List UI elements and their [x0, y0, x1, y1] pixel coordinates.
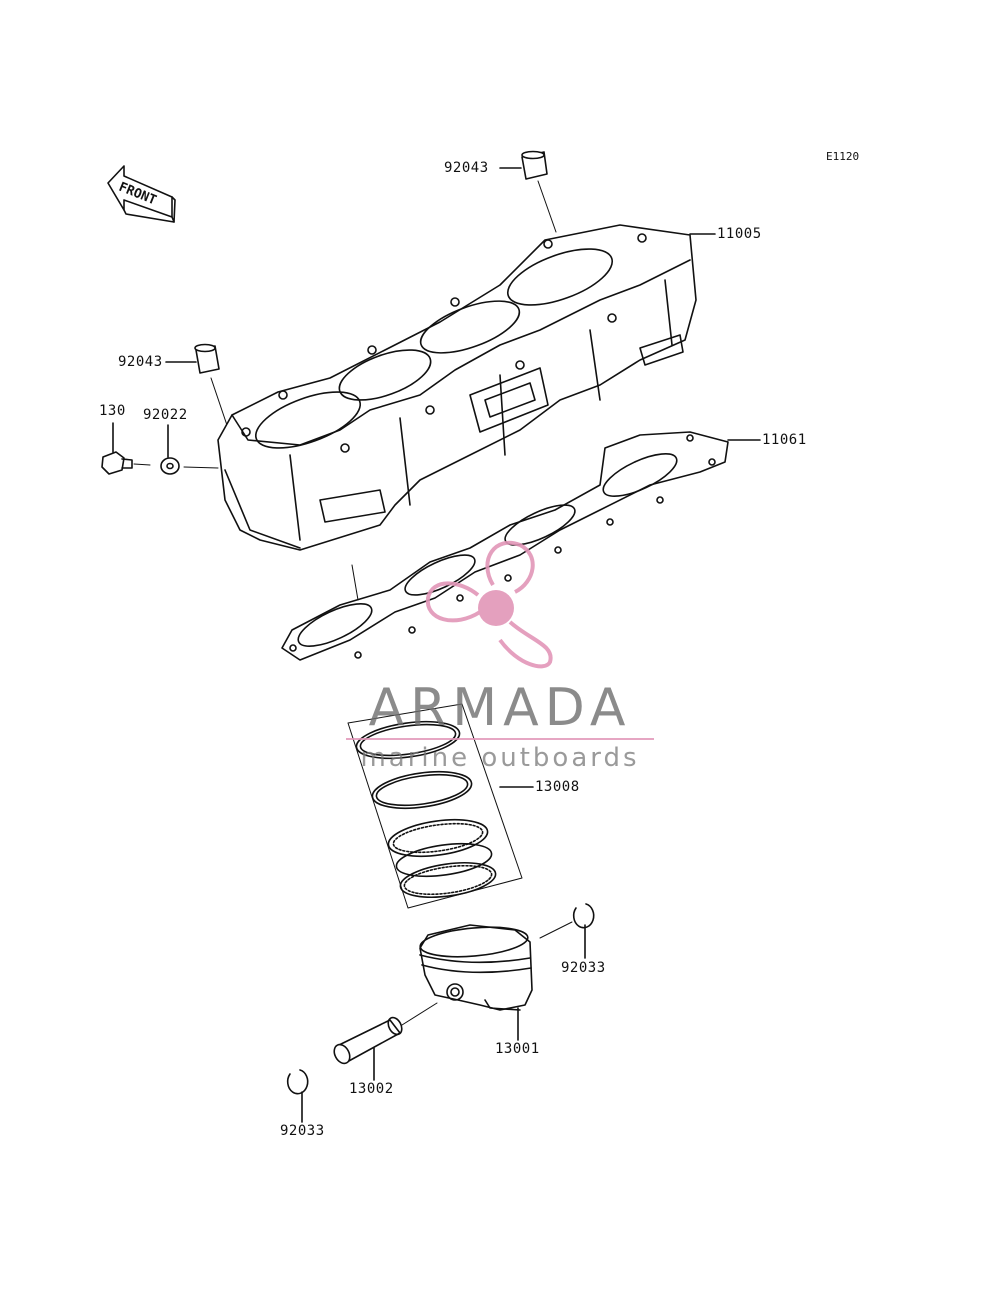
bolt-icon [101, 451, 133, 475]
part-label-13002[interactable]: 13002 [349, 1081, 394, 1097]
part-label-92043-left[interactable]: 92043 [118, 354, 163, 370]
diagram-code: E1120 [826, 150, 860, 163]
part-label-13001[interactable]: 13001 [495, 1041, 540, 1057]
part-label-130[interactable]: 130 [99, 403, 126, 419]
part-label-92022[interactable]: 92022 [143, 407, 188, 423]
circlip-bottom-icon [286, 1069, 309, 1095]
brand-tagline: marine outboards [360, 743, 640, 773]
base-gasket-icon [281, 431, 729, 661]
dowel-pin-left-icon [194, 343, 220, 374]
part-label-11061[interactable]: 11061 [762, 432, 807, 448]
leader-92043-top-to-block [537, 180, 557, 233]
front-arrow-icon [107, 165, 176, 223]
piston-icon [419, 924, 533, 1011]
brand-divider [346, 738, 654, 740]
part-label-13008[interactable]: 13008 [535, 779, 580, 795]
leader-washer-to-block [183, 466, 219, 469]
washer-icon [160, 457, 180, 475]
piston-pin-icon [333, 1016, 403, 1065]
piston-ring-set-icon [347, 703, 523, 909]
brand-watermark: ARMADA marine outboards [340, 680, 660, 772]
propeller-logo-icon [425, 540, 553, 669]
part-label-11005[interactable]: 11005 [717, 226, 762, 242]
cylinder-block-icon [217, 224, 697, 551]
circlip-right-icon [572, 903, 595, 929]
brand-name: ARMADA [368, 678, 632, 738]
part-label-92043-top[interactable]: 92043 [444, 160, 489, 176]
dowel-pin-top-icon [521, 150, 548, 180]
leader-bolt-to-washer [133, 463, 151, 466]
leader-gasket-to-block [351, 564, 359, 601]
part-label-92033-bottom[interactable]: 92033 [280, 1123, 325, 1139]
part-label-92033-right[interactable]: 92033 [561, 960, 606, 976]
leader-circlip-to-piston [539, 921, 573, 939]
leader-pin-to-piston [401, 1002, 438, 1026]
